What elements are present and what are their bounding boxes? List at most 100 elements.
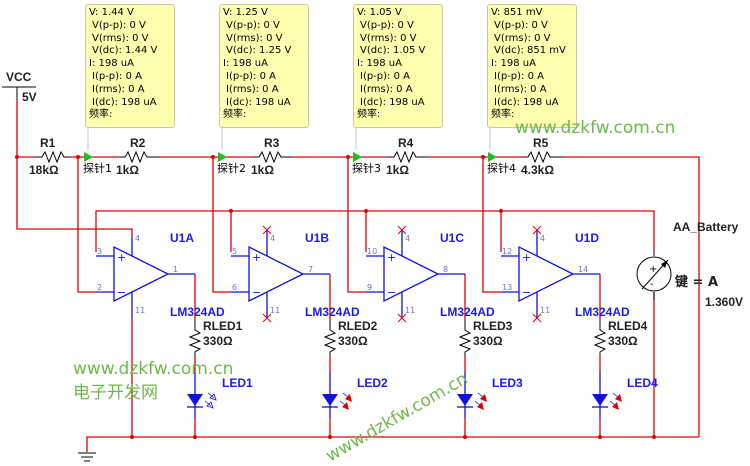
probe-ipp: I(p-p): 0 A [360, 70, 410, 82]
battery-aa[interactable]: + - AA_Battery 键 = A 1.360V [636, 220, 743, 309]
probe-idc: I(dc): 198 uA [494, 96, 559, 108]
resistor-r1[interactable]: R1 18kΩ [29, 136, 71, 177]
light-rays-icon [609, 392, 622, 410]
pin-label: 2 [97, 283, 102, 292]
probe-vrms: V(rms): 0 V [226, 32, 283, 44]
vcc-source[interactable]: VCC 5V [2, 70, 37, 104]
plus-icon: + [117, 251, 126, 264]
probe-4-label: 探针4 [487, 161, 516, 175]
probe-v: V: 1.25 V [223, 7, 268, 18]
probe-freq: 频率: [89, 109, 113, 121]
probe-idc: I(dc): 198 uA [92, 96, 157, 108]
pin-label: 1 [173, 265, 178, 274]
opamp-part: LM324AD [170, 305, 225, 319]
probe-arrow-icon [353, 152, 362, 162]
led-1[interactable]: LED1 [187, 372, 253, 418]
led2-name: LED2 [357, 376, 388, 390]
probe-i: I: 198 uA [89, 58, 134, 70]
battery-key: 键 = A [674, 274, 718, 290]
pin-label: 10 [367, 247, 377, 256]
probe-freq: 频率: [357, 109, 381, 121]
probe-vpp: V(p-p): 0 V [360, 19, 414, 31]
minus-icon: − [387, 286, 396, 299]
probe-1-readout: V: 1.44 V V(p-p): 0 V V(rms): 0 V V(dc):… [85, 4, 175, 128]
rled4-name: RLED4 [608, 319, 648, 333]
pin-label: 11 [270, 306, 280, 315]
plus-icon: + [522, 251, 531, 264]
no-connect-icon [397, 225, 407, 323]
probe-irms: I(rms): 0 A [92, 83, 145, 95]
plus-icon: + [252, 251, 261, 264]
probe-irms: I(rms): 0 A [226, 83, 279, 95]
led1-name: LED1 [222, 376, 253, 390]
probe-ipp: I(p-p): 0 A [92, 70, 142, 82]
opamp-u1d[interactable]: + − 12 13 14 4 11 U1D LM324AD [501, 225, 630, 323]
probe-idc: I(dc): 198 uA [360, 96, 425, 108]
r5-value: 4.3kΩ [521, 163, 554, 177]
probe-vrms: V(rms): 0 V [494, 32, 551, 44]
opamp-u1a[interactable]: + − 3 2 1 4 11 U1A LM324AD [96, 231, 225, 319]
pin-label: 11 [540, 306, 550, 315]
probe-4[interactable]: 探针4 [487, 152, 516, 175]
led-4[interactable]: LED4 [592, 372, 658, 418]
probe-vpp: V(p-p): 0 V [226, 19, 280, 31]
light-rays-icon [474, 392, 487, 410]
watermark-cn: 电子开发网 [73, 383, 158, 403]
resistor-r4[interactable]: R4 1kΩ [386, 136, 428, 177]
probe-vrms: V(rms): 0 V [92, 32, 149, 44]
rled3-name: RLED3 [473, 319, 513, 333]
pin-label: 14 [578, 265, 588, 274]
minus-icon: - [650, 279, 654, 290]
r3-value: 1kΩ [251, 163, 274, 177]
resistor-rled2[interactable]: RLED2 330Ω [323, 319, 378, 356]
probe-vdc: V(dc): 851 mV [494, 45, 566, 57]
led-3[interactable]: LED3 [457, 372, 523, 418]
opamp-u1b[interactable]: + − 5 6 7 4 11 U1B LM324AD [231, 225, 360, 323]
battery-value: 1.360V [705, 295, 743, 309]
r2-name: R2 [130, 136, 146, 150]
vcc-value: 5V [22, 90, 37, 104]
probe-idc: I(dc): 198 uA [226, 96, 291, 108]
probe-2[interactable]: 探针2 [217, 152, 246, 175]
pin-label: 6 [232, 283, 237, 292]
probe-arrow-icon [488, 152, 497, 162]
probe-leaders [87, 128, 491, 150]
opamp-u1c[interactable]: + − 10 9 8 4 11 U1C LM324AD [366, 225, 495, 323]
resistor-rled1[interactable]: RLED1 330Ω [188, 319, 243, 356]
resistor-rled4[interactable]: RLED4 330Ω [593, 319, 648, 356]
ground-icon [78, 452, 96, 462]
resistor-r2[interactable]: R2 1kΩ [116, 136, 159, 177]
r2-value: 1kΩ [116, 163, 139, 177]
r1-value: 18kΩ [29, 163, 59, 177]
plus-icon: + [649, 264, 657, 275]
rled4-value: 330Ω [608, 334, 638, 348]
pin-label: 7 [308, 265, 313, 274]
minus-icon: − [252, 286, 261, 299]
probe-1[interactable]: 探针1 [83, 152, 112, 175]
minus-icon: − [117, 286, 126, 299]
opamp-name: U1D [575, 231, 599, 245]
led-2[interactable]: LED2 [322, 372, 388, 418]
probe-arrow-icon [218, 152, 227, 162]
pin-label: 4 [270, 234, 275, 243]
pin-label: 11 [405, 306, 415, 315]
resistor-r3[interactable]: R3 1kΩ [251, 136, 293, 177]
r1-name: R1 [40, 136, 56, 150]
probe-3[interactable]: 探针3 [352, 152, 381, 175]
light-rays-icon [339, 392, 352, 410]
probe-3-readout: V: 1.05 V V(p-p): 0 V V(rms): 0 V V(dc):… [353, 4, 443, 128]
rled1-name: RLED1 [203, 319, 243, 333]
probe-vpp: V(p-p): 0 V [92, 19, 146, 31]
resistor-rled3[interactable]: RLED3 330Ω [458, 319, 513, 356]
pin-label: 12 [502, 247, 512, 256]
resistor-r5[interactable]: R5 4.3kΩ [521, 136, 564, 177]
probe-irms: I(rms): 0 A [360, 83, 413, 95]
probe-ipp: I(p-p): 0 A [226, 70, 276, 82]
probe-i: I: 198 uA [223, 58, 268, 70]
watermark-url: www.dzkfw.com.cn [515, 118, 675, 138]
opamp-part: LM324AD [305, 305, 360, 319]
opamp-part: LM324AD [575, 305, 630, 319]
probe-1-label: 探针1 [83, 161, 112, 175]
vcc-label: VCC [6, 70, 32, 84]
